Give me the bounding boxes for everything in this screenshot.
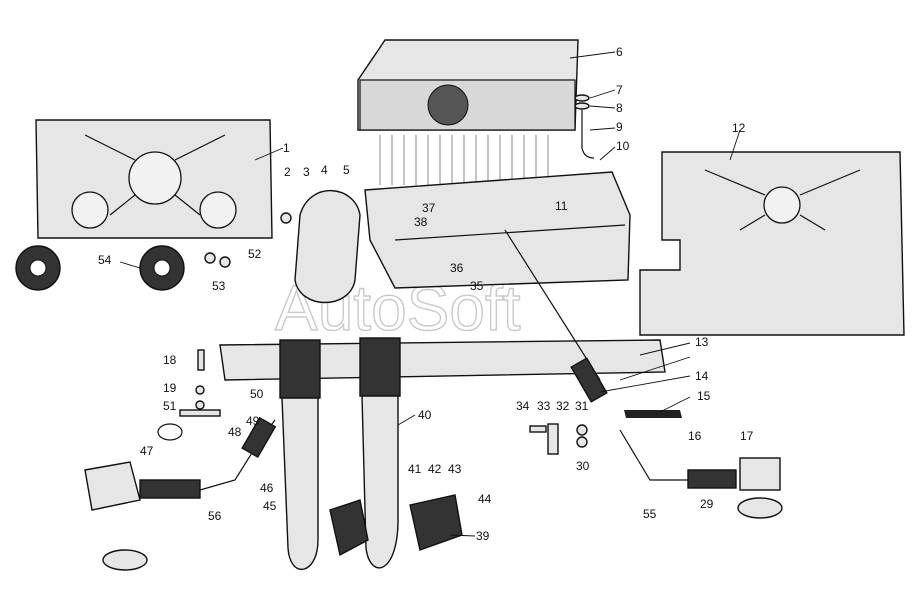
callout-56: 56 — [208, 509, 222, 523]
callout-12: 12 — [732, 121, 746, 135]
callout-2: 2 — [284, 165, 291, 179]
callout-15: 15 — [697, 389, 711, 403]
callout-45: 45 — [263, 499, 277, 513]
callout-40: 40 — [418, 408, 432, 422]
callout-38: 38 — [414, 215, 428, 229]
callout-37: 37 — [422, 201, 436, 215]
callout-48: 48 — [228, 425, 242, 439]
callout-17: 17 — [740, 429, 754, 443]
callout-7: 7 — [616, 83, 623, 97]
callout-52: 52 — [248, 247, 262, 261]
right-shield-panel — [639, 151, 905, 336]
callout-31: 31 — [575, 399, 589, 413]
callout-10: 10 — [616, 139, 630, 153]
callout-16: 16 — [688, 429, 702, 443]
callout-47: 47 — [140, 444, 154, 458]
callout-36: 36 — [450, 261, 464, 275]
callout-54: 54 — [98, 253, 112, 267]
callout-18: 18 — [163, 353, 177, 367]
callout-39: 39 — [476, 529, 490, 543]
callout-11: 11 — [555, 199, 568, 213]
callout-42: 42 — [428, 462, 442, 476]
callout-35: 35 — [470, 279, 484, 293]
callout-34: 34 — [516, 399, 530, 413]
callout-3: 3 — [303, 165, 310, 179]
clamp-bolt — [574, 94, 595, 159]
left-shield-panel — [35, 119, 273, 239]
left-hose-assembly — [84, 416, 277, 571]
callout-50: 50 — [250, 387, 264, 401]
callout-43: 43 — [448, 462, 462, 476]
frame-rail — [219, 339, 666, 381]
callout-55: 55 — [643, 507, 657, 521]
callout-4: 4 — [321, 163, 328, 177]
callout-33: 33 — [537, 399, 551, 413]
callout-19: 19 — [163, 381, 177, 395]
callout-labels: 1 2 3 4 5 6 7 8 9 10 11 12 13 14 15 16 1… — [98, 45, 754, 543]
seal-rings — [15, 245, 185, 291]
callout-5: 5 — [343, 163, 350, 177]
intake-pipes — [279, 189, 463, 570]
callout-30: 30 — [576, 459, 590, 473]
callout-8: 8 — [616, 101, 623, 115]
callout-44: 44 — [478, 492, 492, 506]
filter-housing — [364, 171, 631, 289]
small-fasteners — [179, 212, 588, 455]
callout-13: 13 — [695, 335, 709, 349]
filter-cassette — [357, 39, 579, 185]
callout-49: 49 — [246, 414, 260, 428]
callout-46: 46 — [260, 481, 274, 495]
leader-lines — [119, 51, 741, 537]
callout-9: 9 — [616, 120, 623, 134]
callout-32: 32 — [556, 399, 570, 413]
callout-6: 6 — [616, 45, 623, 59]
callout-29: 29 — [700, 497, 714, 511]
callout-51: 51 — [163, 399, 177, 413]
callout-41: 41 — [408, 462, 422, 476]
right-hose-assembly — [504, 229, 783, 519]
callout-1: 1 — [283, 141, 290, 155]
callout-14: 14 — [695, 369, 709, 383]
callout-53: 53 — [212, 279, 226, 293]
